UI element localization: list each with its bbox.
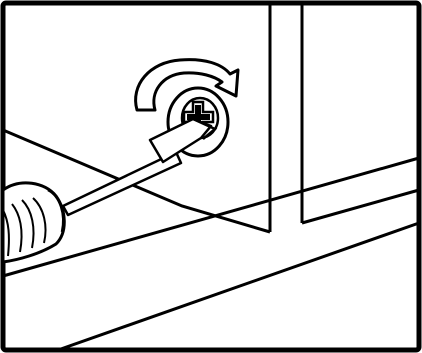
instruction-illustration: [0, 0, 422, 353]
screwdriver-diagram: [0, 0, 422, 353]
